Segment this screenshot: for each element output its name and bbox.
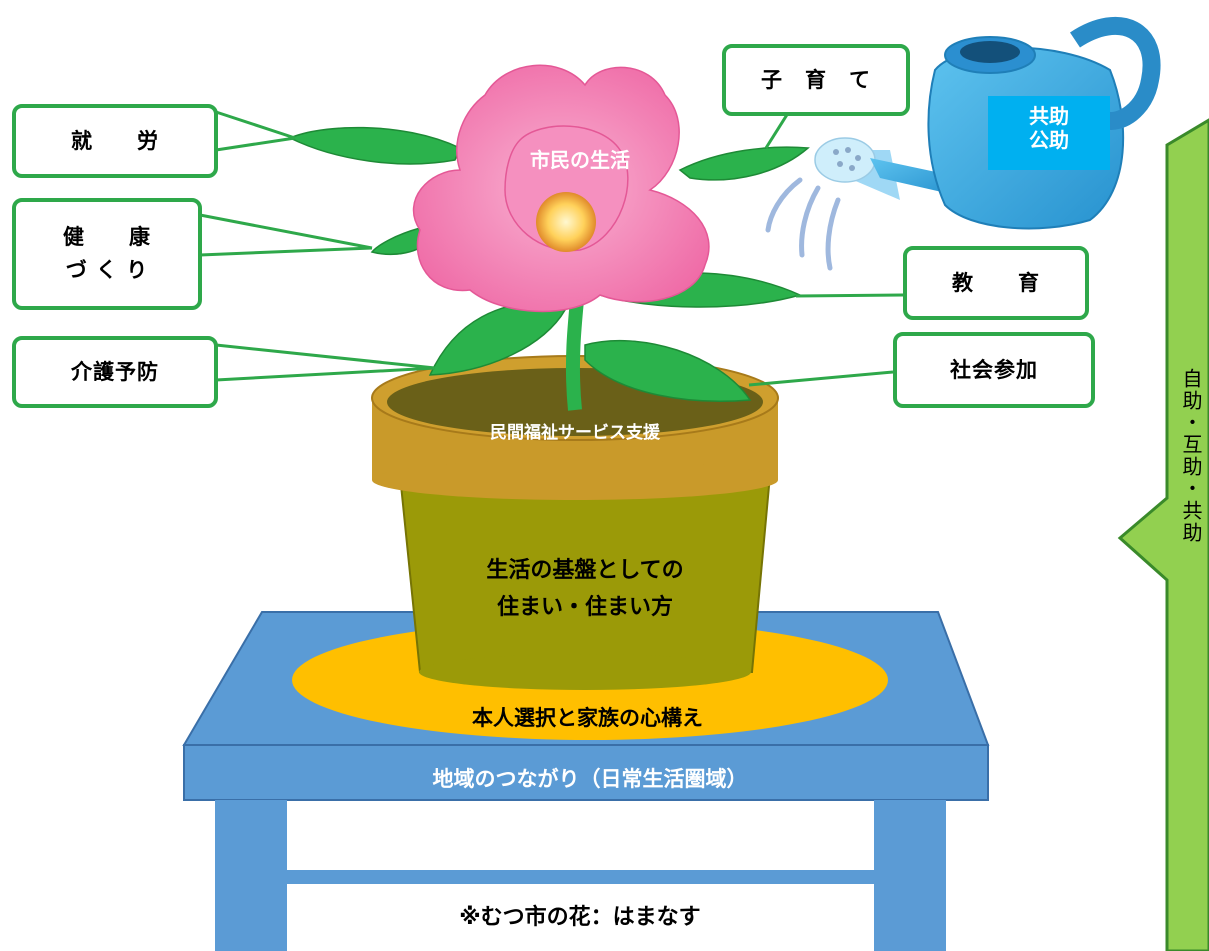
side-arrow (1117, 118, 1209, 951)
flower (412, 64, 710, 313)
label-child-rearing: 子 育 て (722, 44, 910, 116)
label-work: 就 労 (12, 104, 218, 178)
flower-center (536, 192, 596, 252)
watering-can-label: 共助 公助 (1029, 104, 1069, 152)
label-care-prevention: 介護予防 (12, 336, 218, 408)
label-social-participation: 社会参加 (893, 332, 1095, 408)
water-streams (765, 177, 841, 271)
label-health: 健 康 づ く り (12, 198, 202, 310)
footnote-label: ※むつ市の花：はまなす (459, 905, 701, 930)
table-top-label: 地域のつながり（日常生活圏域） (432, 767, 748, 791)
side-arrow-label: 自助・互助・共助 (1179, 368, 1203, 544)
saucer-label: 本人選択と家族の心構え (472, 706, 703, 730)
pot-rim-label: 民間福祉サービス支援 (490, 423, 660, 443)
pot-body-label: 生活の基盤としての 住まい・住まい方 (486, 558, 684, 621)
label-education: 教 育 (903, 246, 1089, 320)
watering-can (814, 16, 1161, 230)
flower-label: 市民の生活 (530, 148, 630, 172)
